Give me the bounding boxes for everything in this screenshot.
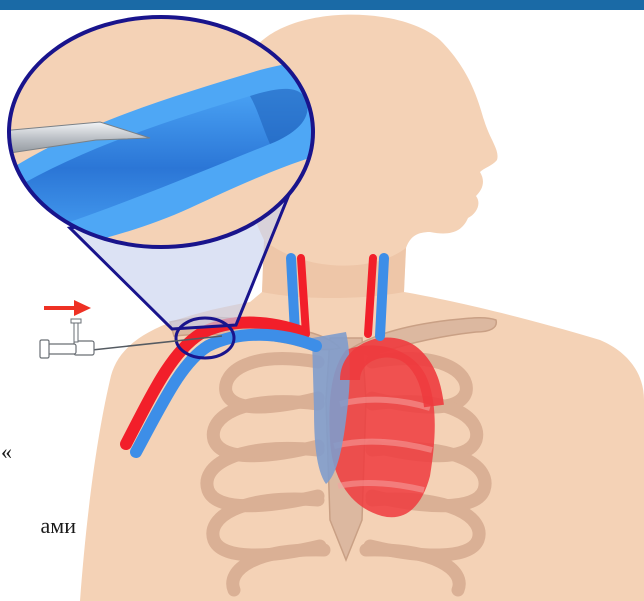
top-bar bbox=[0, 0, 644, 10]
text-fragment-1: » bbox=[0, 440, 12, 464]
arrow-right-icon bbox=[44, 300, 91, 316]
text-fragment-2: ами bbox=[0, 514, 76, 538]
central-venous-catheter-illustration bbox=[0, 10, 644, 601]
